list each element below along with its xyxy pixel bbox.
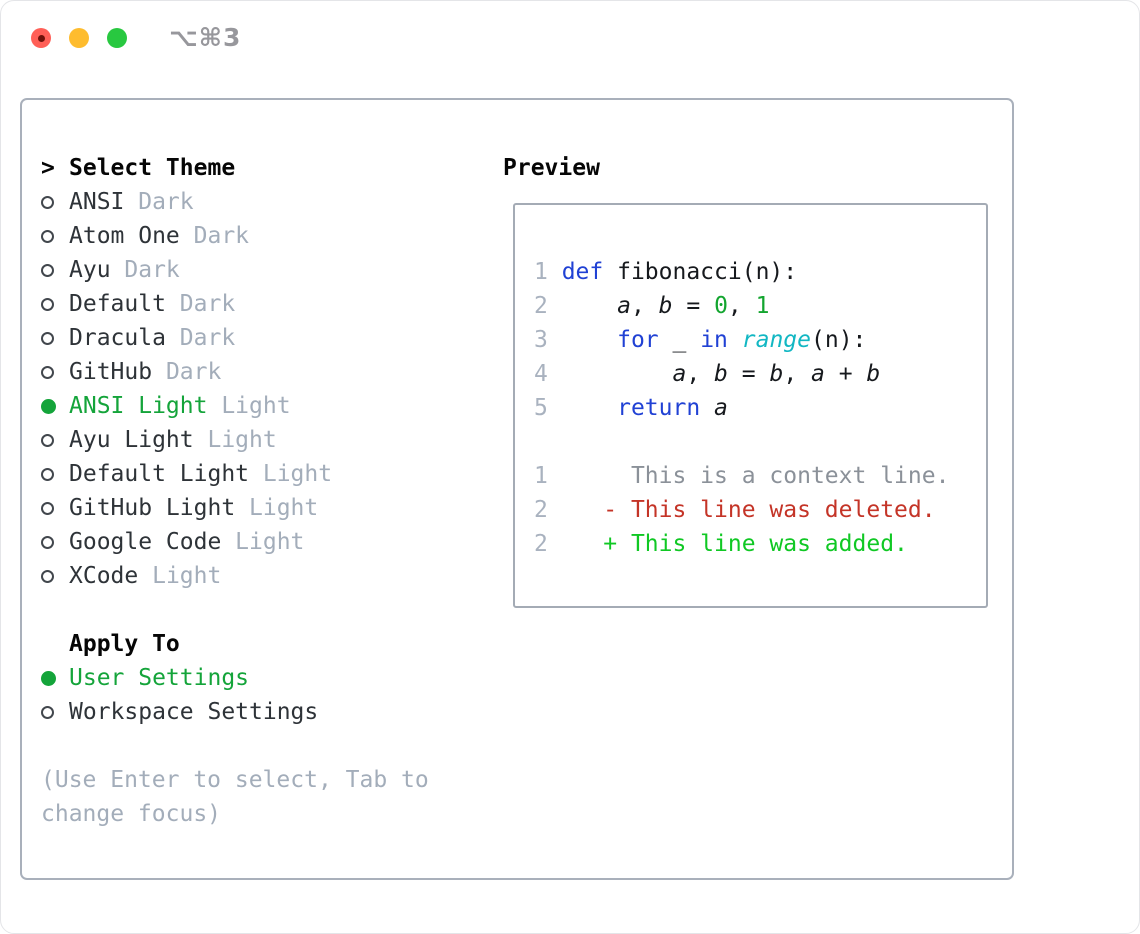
- theme-option-github-dark[interactable]: GitHub Dark: [41, 355, 491, 389]
- variant-badge: Light: [235, 529, 305, 555]
- variant-badge: Dark: [179, 325, 236, 351]
- diff-added-line: 2 + This line was added.: [534, 531, 908, 557]
- theme-option-ayu-light[interactable]: Ayu Light Light: [41, 423, 491, 457]
- line-number: 3: [534, 327, 548, 353]
- line-number: 1: [534, 463, 548, 489]
- theme-option-default-light[interactable]: Default Light Light: [41, 457, 491, 491]
- theme-option-github-light[interactable]: GitHub Light Light: [41, 491, 491, 525]
- page-title: Select Theme: [69, 155, 236, 181]
- radio-unselected-icon: [41, 263, 54, 277]
- theme-option-ansi-light[interactable]: ANSI Light Light: [41, 389, 491, 423]
- theme-option-default-dark[interactable]: Default Dark: [41, 287, 491, 321]
- radio-unselected-icon: [41, 195, 54, 209]
- apply-option-user-settings[interactable]: User Settings: [41, 661, 491, 695]
- blank-line: [534, 425, 986, 459]
- window-title: ⌥⌘3: [169, 23, 242, 52]
- radio-unselected-icon: [41, 229, 54, 243]
- focus-caret-icon: >: [41, 155, 55, 181]
- variant-badge: Dark: [193, 223, 250, 249]
- maximize-icon[interactable]: [107, 28, 127, 48]
- titlebar: ⌥⌘3: [1, 1, 1139, 75]
- main-panel: > Select Theme ANSI Dark Atom One Dark A…: [20, 98, 1014, 880]
- line-number: 2: [534, 497, 548, 523]
- variant-badge: Dark: [138, 189, 194, 215]
- radio-unselected-icon: [41, 705, 54, 719]
- line-number: 2: [534, 293, 548, 319]
- radio-unselected-icon: [41, 365, 54, 379]
- theme-option-ansi-dark[interactable]: ANSI Dark: [41, 185, 491, 219]
- code-line-4: 4 a, b = b, a + b: [534, 361, 881, 387]
- code-line-3: 3 for _ in range(n):: [534, 327, 867, 353]
- theme-selector: > Select Theme ANSI Dark Atom One Dark A…: [41, 151, 491, 831]
- line-number: 1: [534, 259, 548, 285]
- radio-unselected-icon: [41, 501, 54, 515]
- unsaved-dot-icon: [37, 34, 45, 42]
- radio-unselected-icon: [41, 535, 54, 549]
- code-line-2: 2 a, b = 0, 1: [534, 293, 770, 319]
- radio-selected-icon: [41, 670, 56, 686]
- line-number: 4: [534, 361, 548, 387]
- line-number: 5: [534, 395, 548, 421]
- variant-badge: Light: [249, 495, 319, 521]
- window-controls: [31, 28, 127, 48]
- variant-badge: Light: [207, 427, 277, 453]
- variant-badge: Light: [221, 393, 291, 419]
- radio-selected-icon: [41, 398, 56, 414]
- close-icon[interactable]: [31, 28, 51, 48]
- radio-unselected-icon: [41, 433, 54, 447]
- preview-header: Preview: [503, 155, 600, 181]
- variant-badge: Dark: [165, 359, 222, 385]
- radio-unselected-icon: [41, 297, 54, 311]
- theme-option-google-code-light[interactable]: Google Code Light: [41, 525, 491, 559]
- minimize-icon[interactable]: [69, 28, 89, 48]
- radio-unselected-icon: [41, 569, 54, 583]
- diff-deleted-line: 2 - This line was deleted.: [534, 497, 936, 523]
- help-text-line-2: change focus): [41, 801, 222, 827]
- apply-option-workspace-settings[interactable]: Workspace Settings: [41, 695, 491, 729]
- help-text-line-1: (Use Enter to select, Tab to: [41, 767, 429, 793]
- apply-to-header: Apply To: [69, 631, 180, 657]
- theme-list-header: > Select Theme: [41, 151, 491, 185]
- line-number: 2: [534, 531, 548, 557]
- theme-option-dracula-dark[interactable]: Dracula Dark: [41, 321, 491, 355]
- code-line-5: 5 return a: [534, 395, 728, 421]
- variant-badge: Light: [152, 563, 222, 589]
- theme-option-atom-one-dark[interactable]: Atom One Dark: [41, 219, 491, 253]
- variant-badge: Dark: [179, 291, 236, 317]
- theme-option-ayu-dark[interactable]: Ayu Dark: [41, 253, 491, 287]
- diff-context-line: 1 This is a context line.: [534, 463, 950, 489]
- variant-badge: Light: [262, 461, 333, 487]
- radio-unselected-icon: [41, 331, 54, 345]
- variant-badge: Dark: [124, 257, 180, 283]
- theme-option-xcode-light[interactable]: XCode Light: [41, 559, 491, 593]
- radio-unselected-icon: [41, 467, 54, 481]
